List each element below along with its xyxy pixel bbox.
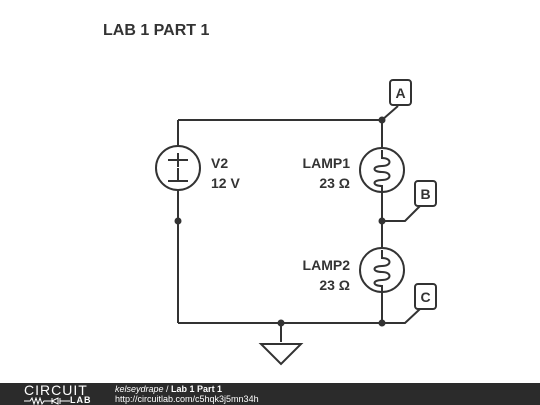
lamp2-symbol	[359, 247, 405, 293]
logo-wave-icon	[24, 397, 70, 405]
footer-attribution: kelseydrape / Lab 1 Part 1	[115, 384, 259, 394]
junction-dots	[174, 116, 386, 327]
wires	[177, 119, 383, 342]
node-flag-b: B	[382, 180, 437, 222]
footer-bar: CIRCUIT LAB kelseydrape / Lab 1 Part 1 h…	[0, 383, 540, 405]
attribution-separator: /	[163, 384, 172, 394]
lamp1-name-label: LAMP1	[303, 155, 351, 171]
node-label-a: A	[395, 85, 405, 101]
circuit-title-link[interactable]: Lab 1 Part 1	[171, 384, 223, 394]
source-name-label: V2	[211, 155, 228, 171]
author-link[interactable]: kelseydrape	[115, 384, 164, 394]
ground-symbol	[258, 343, 304, 366]
lamp2-name-label: LAMP2	[303, 257, 351, 273]
lamp2-value-label: 23 Ω	[319, 277, 350, 293]
node-label-c: C	[420, 289, 430, 305]
voltage-source-v2	[155, 145, 201, 191]
node-label-b: B	[420, 186, 430, 202]
footer-meta: kelseydrape / Lab 1 Part 1 http://circui…	[115, 384, 259, 404]
circuit-url-link[interactable]: http://circuitlab.com/c5hqk3j5mn34h	[115, 394, 259, 404]
logo-lab-text: LAB	[70, 395, 92, 405]
lamp1-value-label: 23 Ω	[319, 175, 350, 191]
circuitlab-logo[interactable]: CIRCUIT LAB	[24, 383, 94, 405]
lamp1-symbol	[359, 147, 405, 193]
source-value-label: 12 V	[211, 175, 240, 191]
logo-circuit-text: CIRCUIT	[24, 382, 88, 398]
schematic-title: LAB 1 PART 1	[103, 22, 209, 39]
node-flag-c: C	[382, 283, 437, 324]
node-flag-a: A	[381, 79, 412, 121]
